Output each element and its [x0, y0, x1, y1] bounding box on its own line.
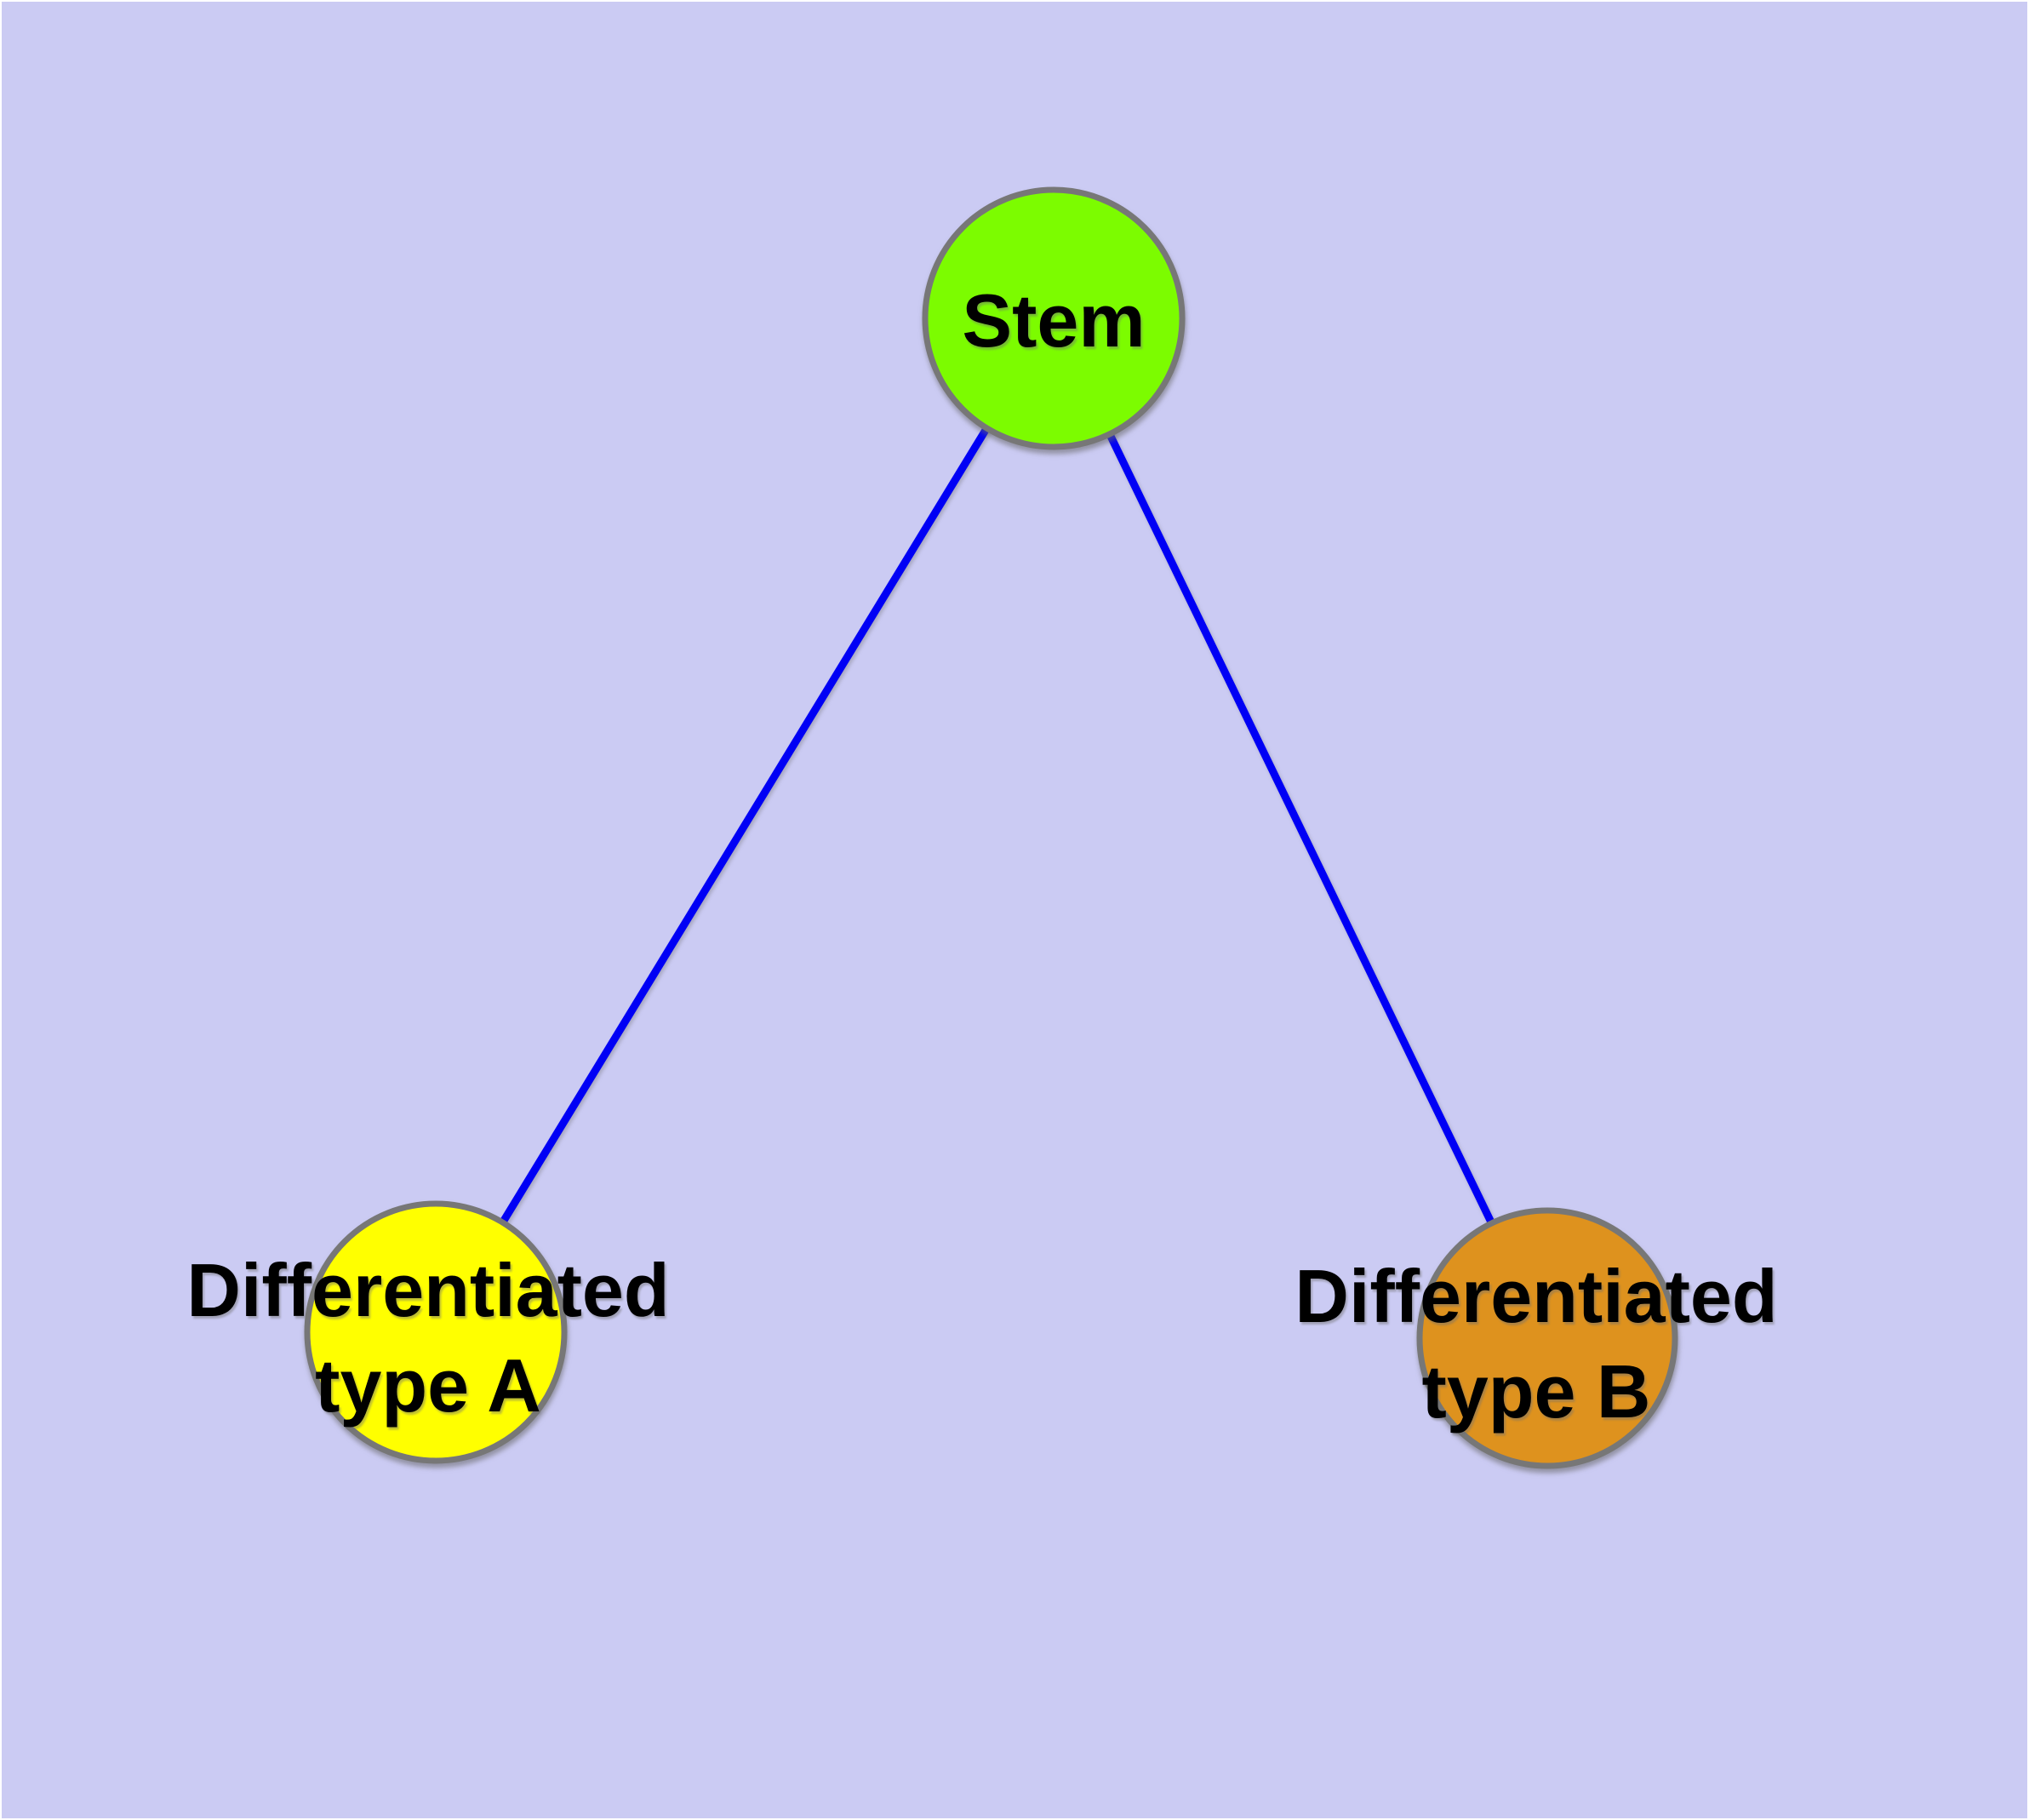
node-stem: [922, 186, 1186, 450]
node-type-b-label-line2: type B: [1422, 1349, 1651, 1434]
node-type-a-label-line1: Differentiated: [186, 1248, 669, 1332]
node-type-a-label-line2: type A: [315, 1343, 541, 1428]
node-differentiated-type-a: [304, 1200, 568, 1464]
node-differentiated-type-b: [1416, 1207, 1678, 1469]
node-type-b-label-line1: Differentiated: [1295, 1254, 1777, 1338]
node-stem-label: Stem: [962, 278, 1145, 363]
edge-stem-to-type-b: [1049, 317, 1552, 1340]
edge-stem-to-type-a: [432, 316, 1057, 1335]
